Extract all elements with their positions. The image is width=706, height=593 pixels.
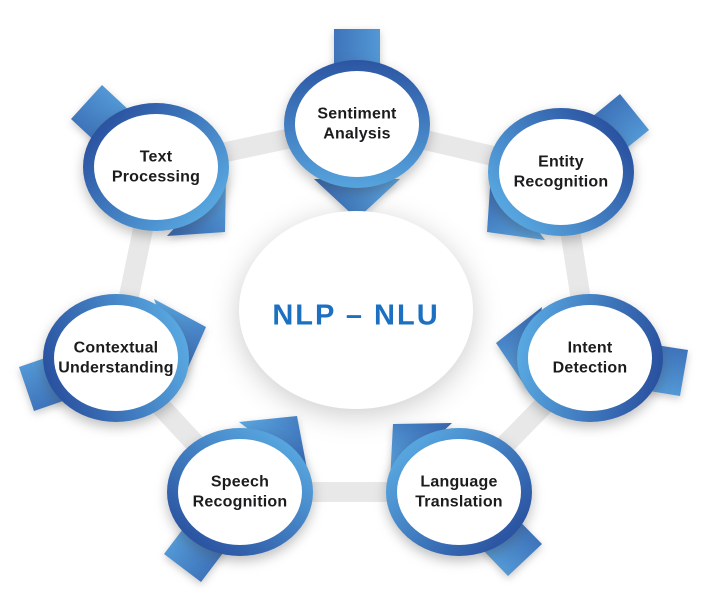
center-title: NLP – NLU [272, 299, 440, 332]
node-label-contextual-understanding: Contextual Understanding [58, 339, 174, 376]
node-label-entity-recognition: Entity Recognition [513, 153, 609, 190]
node-label-language-translation: Language Translation [415, 473, 503, 510]
node-speech-recognition [167, 428, 313, 556]
node-sentiment-analysis [284, 60, 430, 188]
node-label-intent-detection: Intent Detection [552, 339, 628, 376]
node-entity-recognition [488, 108, 634, 236]
node-contextual-understanding [43, 294, 189, 422]
node-label-text-processing: Text Processing [111, 148, 201, 185]
node-intent-detection [517, 294, 663, 422]
node-language-translation [386, 428, 532, 556]
node-text-processing [83, 103, 229, 231]
node-label-speech-recognition: Speech Recognition [192, 473, 288, 510]
node-label-sentiment-analysis: Sentiment Analysis [317, 105, 397, 142]
center-hub-ellipse [239, 211, 473, 409]
